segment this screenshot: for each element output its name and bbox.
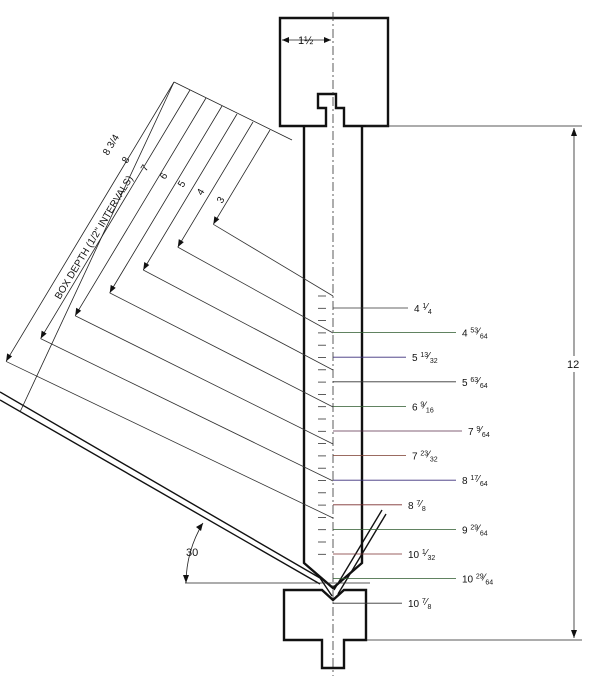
depth-baseline <box>173 81 293 141</box>
depth-connector <box>109 292 334 408</box>
depth-connector <box>213 223 334 297</box>
depth-connector <box>5 361 334 519</box>
measurement-label: 9 29⁄64 <box>462 523 488 537</box>
depth-arrow <box>40 330 47 339</box>
depth-leader <box>74 97 207 316</box>
measurement-label: 7 9⁄64 <box>468 425 490 439</box>
measurements: 4 1⁄4 4 53⁄64 5 13⁄32 5 63⁄64 6 9⁄16 7 9⁄64 7 … <box>333 302 493 611</box>
depth-connector <box>143 269 334 371</box>
depth-connector <box>177 246 334 334</box>
height-dimension: 12 <box>366 125 582 641</box>
measurement-label: 6 9⁄16 <box>412 400 434 414</box>
depth-leader <box>109 105 223 294</box>
depth-connector <box>40 338 334 482</box>
measurement-label: 7 23⁄32 <box>412 450 438 464</box>
depth-arrow <box>177 239 184 248</box>
measurement-label: 8 17⁄64 <box>462 474 488 488</box>
depth-leader <box>142 113 238 271</box>
depth-label: 3 <box>215 195 228 206</box>
depth-arrow <box>213 216 220 225</box>
measurement-label: 8 7⁄8 <box>408 499 426 513</box>
measurement-label: 5 63⁄64 <box>462 376 488 390</box>
depth-outer-leader <box>19 81 175 413</box>
measurement-label: 10 29⁄64 <box>462 573 493 587</box>
punch-body <box>302 126 364 590</box>
depth-label: 6 <box>158 171 171 182</box>
angle-dimension: 30 <box>183 522 370 584</box>
depth-leader <box>40 89 191 339</box>
measurement-label: 10 1⁄32 <box>408 548 435 562</box>
depth-label: 4 <box>195 187 208 198</box>
workpiece-sheet <box>0 391 387 597</box>
depth-label: 8 3/4 <box>101 132 122 157</box>
depth-arrow <box>6 353 13 362</box>
depth-label: 5 <box>176 179 189 190</box>
width-label: 1½ <box>298 35 313 47</box>
depth-arrow <box>75 307 82 316</box>
measurement-label: 5 13⁄32 <box>412 351 438 365</box>
depth-leader <box>177 121 254 248</box>
measurement-label: 10 7⁄8 <box>408 597 431 611</box>
depth-leader <box>5 81 175 362</box>
measurement-label: 4 53⁄64 <box>462 327 488 341</box>
width-dimension: 1½ <box>282 35 331 47</box>
depth-arrow <box>109 284 116 293</box>
angle-label: 30 <box>186 547 198 559</box>
depth-label: 7 <box>139 163 152 174</box>
measurement-label: 4 1⁄4 <box>414 302 432 316</box>
height-label: 12 <box>567 359 579 371</box>
centerline-ticks <box>318 295 326 555</box>
die <box>282 588 368 670</box>
depth-label: 8 <box>120 155 133 166</box>
box-depth-axis-label: BOX DEPTH (1/2" INTERVALS) <box>53 174 136 301</box>
depth-arrow <box>143 262 150 271</box>
depth-leader <box>213 129 271 225</box>
punch-holder <box>278 16 390 128</box>
depth-connector <box>75 315 334 445</box>
